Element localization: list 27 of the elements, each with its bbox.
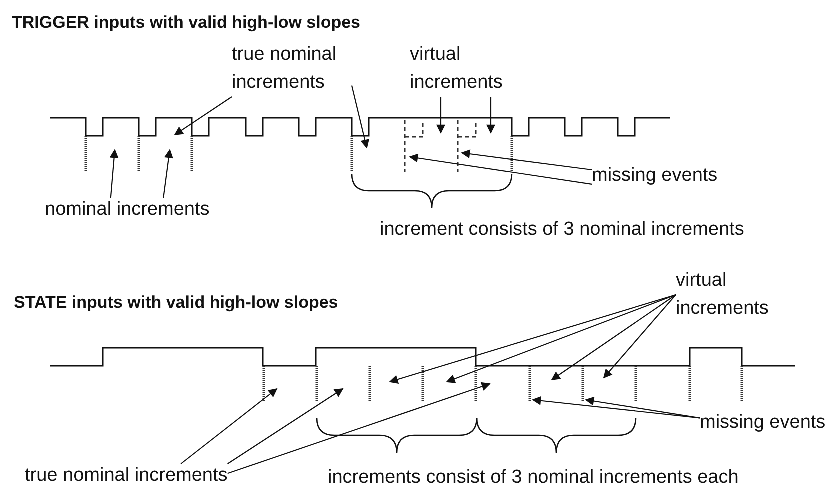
brace-caption: increment consists of 3 nominal increments [380,218,744,242]
section-heading: TRIGGER inputs with valid high-low slopes [12,12,361,34]
brace-caption: increments consist of 3 nominal increments each [328,466,739,488]
callout-text: true nominal increments [232,41,352,97]
leader-arrow [228,382,491,474]
callout-text: missing events [592,164,718,188]
leader-arrow [163,149,174,198]
leader-arrow [486,97,496,134]
leader-arrow [409,154,592,185]
section-heading: STATE inputs with valid high-low slopes [14,292,338,314]
leader-arrow [110,149,119,198]
leader-arrow [446,294,676,384]
leader-arrow [551,294,676,380]
leader-arrow [389,294,676,384]
leader-arrow [174,96,232,136]
callout-text: virtual increments [676,267,776,323]
callout-text: virtual increments [410,41,510,97]
leader-arrow [436,97,446,134]
callout-text: nominal increments [45,198,210,222]
leader-arrow [461,150,592,171]
leader-arrow [585,396,700,419]
leader-arrow [180,388,278,464]
callout-text: missing events [700,411,826,435]
callout-text: true nominal increments [25,464,228,488]
leader-arrow [351,86,370,149]
leader-arrow [603,294,676,379]
leader-arrow [228,388,344,464]
